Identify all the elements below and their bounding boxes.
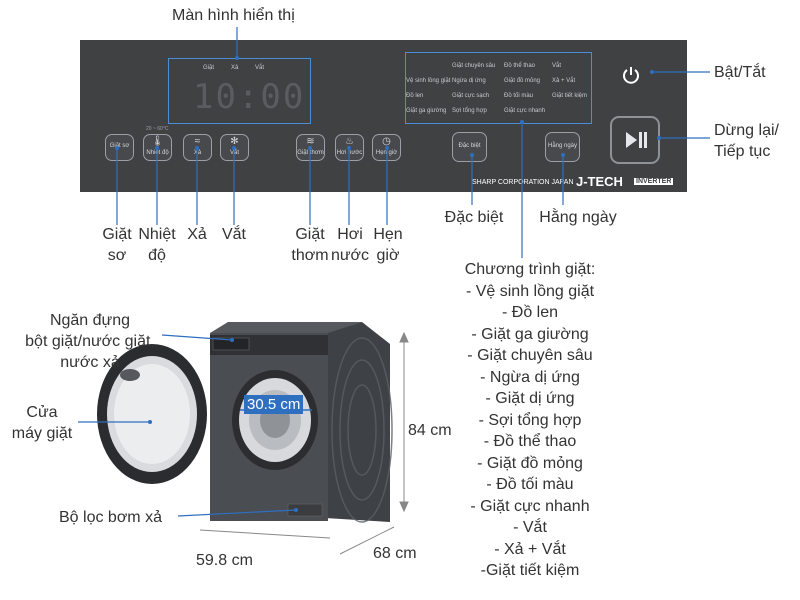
label-temperature: Nhiệt độ — [138, 226, 176, 264]
panel-program-item: Giặt cực nhanh — [504, 108, 546, 114]
label-pre-wash: Giặt sơ — [102, 226, 132, 264]
label-special: Đặc biệt — [444, 209, 504, 226]
program-list-title: Chương trình giặt: — [464, 261, 596, 278]
program-list-item: - Đồ tối màu — [486, 476, 574, 493]
thermometer-icon: 🌡 — [151, 136, 164, 147]
label-steam: Hơi nước — [330, 226, 370, 264]
play-pause-icon — [626, 132, 647, 148]
steam-icon: ♨ — [345, 136, 354, 147]
rinse-icon: ≈ — [194, 136, 201, 147]
brand-corp: SHARP CORPORATION JAPAN — [472, 179, 574, 186]
panel-program-item: Ngừa dị ứng — [452, 78, 486, 84]
temperature-range-text: 20 ~ 60°C — [146, 126, 169, 132]
label-width: 59.8 cm — [196, 552, 253, 569]
label-timer: Hẹn giờ — [373, 226, 403, 264]
label-height: 84 cm — [408, 422, 452, 439]
panel-program-item: Đồ len — [406, 93, 424, 99]
label-fragrance: Giặt thơm — [291, 226, 329, 264]
fragrance-icon: ≋ — [306, 136, 315, 147]
panel-program-item: Vắt — [552, 63, 562, 69]
label-door: Cửa máy giặt — [11, 404, 73, 442]
display-digits: 10:00 — [193, 77, 306, 117]
program-list-item: - Giặt ga giường — [471, 325, 589, 343]
spin-icon: ✻ — [230, 136, 239, 147]
width-dimension-line — [199, 529, 331, 539]
panel-program-item: Xả + Vắt — [552, 78, 576, 84]
panel-program-item: Giặt đồ mỏng — [504, 78, 541, 84]
label-depth: 68 cm — [373, 545, 417, 562]
pre-wash-button[interactable]: Giặt sơ — [105, 134, 134, 161]
program-list-item: - Vắt — [513, 519, 547, 536]
program-list-item: - Xả + Vắt — [494, 540, 566, 558]
machine-side — [325, 322, 390, 522]
program-list-item: - Giặt đồ mỏng — [477, 454, 583, 472]
display-label-wash: Giặt — [203, 65, 215, 71]
label-power: Bật/Tắt — [714, 64, 766, 81]
daily-button[interactable]: Hằng ngày — [545, 132, 580, 162]
detergent-drawer — [212, 337, 250, 351]
program-list-item: - Giặt chuyên sâu — [467, 347, 593, 364]
special-button[interactable]: Đặc biệt — [452, 132, 487, 162]
program-list-item: - Giặt cực nhanh — [470, 497, 590, 515]
panel-program-item: Đồ thể thao — [504, 63, 536, 69]
panel-program-item: Giặt tiết kiệm — [552, 93, 588, 99]
program-list-item: - Vệ sinh lồng giặt — [465, 282, 595, 300]
power-icon[interactable] — [621, 65, 641, 85]
program-list-items: - Vệ sinh lồng giặt - Đồ len - Giặt ga giư… — [430, 281, 630, 582]
program-list-item: - Đồ thể thao — [483, 433, 577, 450]
panel-program-item: Đồ tối màu — [504, 93, 534, 99]
program-list-item: - Đồ len — [501, 304, 559, 321]
depth-dimension-line — [339, 526, 395, 555]
program-list-box: Giặt chuyên sâu Đồ thể thao Vắt Vệ sinh lồn… — [405, 52, 592, 124]
door-diameter-tag: 30.5 cm — [244, 395, 304, 414]
control-panel: Giặt Xả Vắt 10:00 Giặt chuyên sâu Đồ thể … — [80, 40, 687, 192]
program-list-item: - Giặt dị ứng — [485, 390, 575, 407]
program-list: Chương trình giặt: - Vệ sinh lồng giặt- … — [430, 259, 630, 582]
label-detergent: Ngăn đựng bột giặt/nước giặt, nước xả — [25, 312, 155, 371]
panel-program-item: Giặt ga giường — [406, 108, 447, 114]
program-list-item: -Giặt tiết kiệm — [480, 562, 580, 579]
display-screen: Giặt Xả Vắt 10:00 — [168, 58, 311, 124]
label-pause-1: Dừng lại/ — [714, 122, 779, 139]
brand-inverter: INVERTER — [634, 178, 674, 185]
display-label-rinse: Xả — [231, 65, 239, 71]
panel-program-item: Sợi tổng hợp — [452, 108, 487, 114]
machine-door — [97, 344, 207, 484]
program-list-item: - Ngừa dị ứng — [480, 368, 580, 386]
display-label-spin: Vắt — [255, 65, 265, 71]
brand-jtech: J-TECH — [576, 174, 623, 189]
label-pause-2: Tiếp tục — [714, 143, 771, 160]
label-drain-filter: Bộ lọc bơm xả — [59, 509, 162, 526]
panel-program-item: Giặt cực sạch — [452, 93, 490, 99]
label-daily: Hằng ngày — [539, 209, 617, 226]
label-display: Màn hình hiển thị — [172, 7, 295, 24]
panel-program-item: Giặt chuyên sâu — [452, 63, 496, 69]
label-rinse: Xả — [187, 226, 207, 243]
program-list-item: - Sợi tổng hợp — [478, 411, 582, 429]
label-spin: Vắt — [221, 226, 246, 243]
panel-program-item: Vệ sinh lồng giặt — [406, 78, 451, 84]
machine-top — [210, 322, 362, 333]
clock-icon: ◷ — [382, 136, 391, 147]
